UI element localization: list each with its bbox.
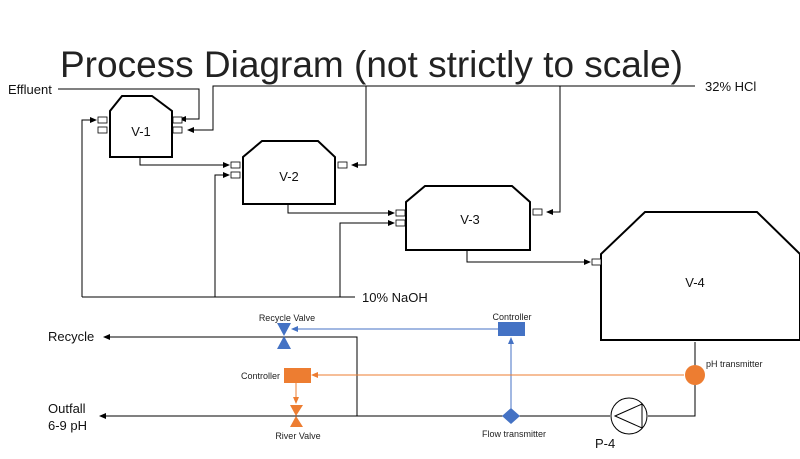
ph-controller-label: Controller xyxy=(241,371,280,381)
naoh-label: 10% NaOH xyxy=(362,290,428,305)
flow-transmitter[interactable] xyxy=(502,408,520,424)
outfall-ph-label: 6-9 pH xyxy=(48,418,87,433)
vessel-v2: V-2 xyxy=(230,140,348,205)
pump-p4-label: P-4 xyxy=(595,436,615,451)
vessel-v2-label: V-2 xyxy=(279,169,299,184)
recycle-label: Recycle xyxy=(48,329,94,344)
vessel-v4: V-4 xyxy=(591,211,800,341)
vessel-v4-label: V-4 xyxy=(685,275,705,290)
vessel-v3: V-3 xyxy=(395,185,543,251)
vessel-v1: V-1 xyxy=(97,95,183,158)
river-valve-label: River Valve xyxy=(275,431,320,441)
flow-controller[interactable] xyxy=(498,322,525,336)
ph-controller[interactable] xyxy=(284,368,311,383)
signal-lines xyxy=(291,326,684,414)
outfall-label: Outfall xyxy=(48,401,86,416)
flow-controller-label: Controller xyxy=(492,312,531,322)
recycle-valve-label: Recycle Valve xyxy=(259,313,315,323)
pump-p4[interactable] xyxy=(610,397,648,435)
ph-transmitter-label: pH transmitter xyxy=(706,359,763,369)
recycle-valve[interactable] xyxy=(277,323,291,349)
river-valve[interactable] xyxy=(290,405,303,427)
vessel-v1-label: V-1 xyxy=(131,124,151,139)
flow-transmitter-label: Flow transmitter xyxy=(482,429,546,439)
effluent-label: Effluent xyxy=(8,82,52,97)
vessel-v3-label: V-3 xyxy=(460,212,480,227)
diagram-title: Process Diagram (not strictly to scale) xyxy=(60,44,683,85)
ph-transmitter[interactable] xyxy=(685,365,705,385)
hcl-label: 32% HCl xyxy=(705,79,756,94)
